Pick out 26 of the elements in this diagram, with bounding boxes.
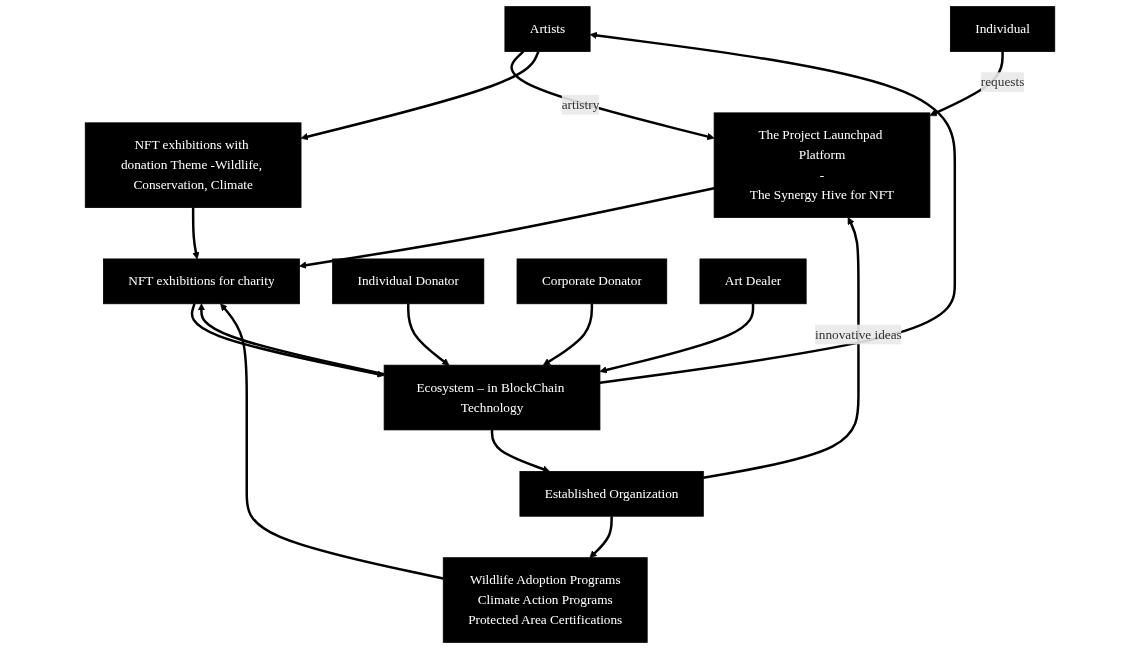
node-box: The Project Launchpad Platform - The Synergy Hive for NFT — [713, 112, 931, 218]
edge-label: requests — [980, 74, 1025, 89]
arrow — [300, 51, 540, 141]
node-box: NFT exhibitions for charity — [103, 258, 300, 305]
edge-label: innovative ideas — [815, 326, 902, 342]
node-box: Individual Donator — [332, 258, 485, 305]
arrow — [599, 303, 755, 374]
node-box: Art Dealer — [699, 258, 807, 305]
arrow — [589, 516, 613, 559]
arrow — [490, 429, 550, 473]
arrow — [589, 31, 957, 385]
arrow — [542, 303, 594, 366]
node-box: Individual — [949, 6, 1056, 52]
edge-label: artistry — [561, 97, 600, 112]
arrow — [703, 217, 860, 479]
node-box: Corporate Donator — [516, 258, 668, 305]
arrow — [299, 186, 715, 269]
node-box: Ecosystem – in BlockChain Technology — [383, 364, 601, 431]
arrow — [220, 303, 444, 580]
node-box: NFT exhibitions with donation Theme -Wildlife, Conservation, Climate — [84, 122, 302, 208]
node-box: Wildlife Adoption Programs Climate Action Programs Protected Area Certifications — [442, 557, 648, 643]
node-box: Artists — [504, 6, 591, 52]
arrow — [406, 303, 450, 366]
arrow — [510, 50, 715, 141]
arrow — [191, 207, 200, 260]
node-box: Established Organization — [519, 471, 704, 517]
